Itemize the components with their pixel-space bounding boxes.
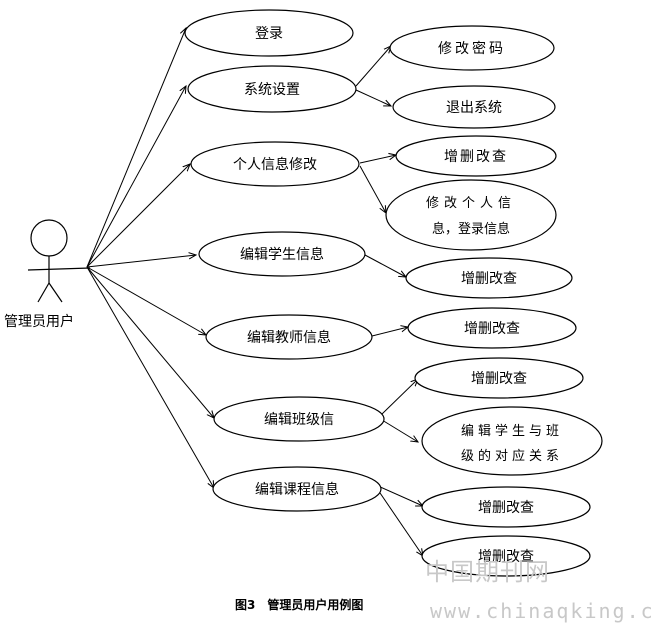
use-case-course-crud-2: 增删改查 bbox=[421, 535, 591, 577]
edge-modify-personal bbox=[359, 165, 386, 213]
use-case-edit-student: 编辑学生信息 bbox=[198, 231, 366, 277]
use-case-system-settings-label: 系统设置 bbox=[244, 82, 300, 98]
use-case-login: 登录 bbox=[184, 9, 354, 57]
use-case-change-password: 修改密码 bbox=[389, 25, 555, 71]
use-case-personal-info-label: 个人信息修改 bbox=[233, 156, 317, 173]
watermark-cn: 中国期刊网 bbox=[425, 558, 550, 586]
use-case-course-crud-1: 增删改查 bbox=[421, 486, 591, 528]
use-case-system-settings: 系统设置 bbox=[187, 65, 357, 113]
edge-course-crud-2 bbox=[377, 489, 423, 556]
use-case-course-crud-1-label: 增删改查 bbox=[478, 500, 534, 516]
edge-student-crud bbox=[364, 254, 406, 277]
use-case-class-crud-label: 增删改查 bbox=[471, 371, 527, 387]
edge-login bbox=[86, 28, 186, 268]
use-case-edit-course: 编辑课程信息 bbox=[212, 466, 382, 512]
use-case-class-student-line1: 编辑学生与班 bbox=[461, 423, 563, 439]
actor-arms bbox=[27, 267, 91, 271]
use-case-edit-class-label: 编辑班级信 bbox=[264, 412, 334, 428]
use-case-edit-teacher-label: 编辑教师信息 bbox=[247, 329, 331, 346]
edge-personal-info bbox=[86, 164, 190, 268]
actor-head bbox=[30, 219, 68, 257]
use-case-modify-personal: 修改个人信 息，登录信息 bbox=[385, 179, 557, 251]
use-case-personal-info: 个人信息修改 bbox=[190, 141, 360, 187]
use-case-logout-label: 退出系统 bbox=[446, 100, 502, 116]
figure-caption: 图3 管理员用户用例图 bbox=[235, 597, 363, 612]
use-case-personal-crud-label: 增删改查 bbox=[444, 149, 508, 165]
use-case-edit-teacher: 编辑教师信息 bbox=[205, 314, 373, 360]
edge-personal-crud bbox=[359, 155, 396, 164]
use-case-course-crud-2-label: 增删改查 bbox=[478, 549, 534, 565]
use-case-class-crud: 增删改查 bbox=[414, 357, 584, 399]
edge-system-settings bbox=[86, 86, 186, 268]
edge-course-crud-1 bbox=[377, 485, 423, 506]
use-case-class-student-line2: 级的对应关系 bbox=[461, 448, 563, 464]
edge-edit-course bbox=[86, 266, 214, 488]
use-case-modify-personal-line2: 息，登录信息 bbox=[432, 221, 510, 237]
actor-right-leg bbox=[48, 282, 63, 303]
actor-label: 管理员用户 bbox=[4, 313, 74, 330]
use-case-edit-class: 编辑班级信 bbox=[213, 396, 385, 442]
use-case-modify-personal-line1: 修改个人信 bbox=[426, 196, 516, 211]
edge-teacher-crud bbox=[371, 327, 408, 337]
use-case-student-crud: 增删改查 bbox=[405, 257, 573, 299]
edge-change-password bbox=[355, 46, 391, 87]
edge-edit-student bbox=[86, 255, 196, 268]
use-case-teacher-crud: 增删改查 bbox=[407, 307, 577, 349]
actor-admin bbox=[27, 219, 91, 303]
edge-class-student bbox=[381, 419, 418, 442]
use-case-teacher-crud-label: 增删改查 bbox=[464, 321, 520, 337]
use-case-student-crud-label: 增删改查 bbox=[461, 271, 517, 287]
use-case-logout: 退出系统 bbox=[392, 85, 556, 129]
use-case-change-password-label: 修改密码 bbox=[438, 40, 506, 57]
actor-edges bbox=[86, 28, 214, 488]
use-case-personal-crud: 增删改查 bbox=[395, 135, 557, 177]
use-case-class-student: 编辑学生与班 级的对应关系 bbox=[421, 406, 603, 476]
watermark-url: www.chinaqking.com bbox=[430, 599, 652, 623]
edge-edit-teacher bbox=[86, 266, 206, 335]
use-case-login-label: 登录 bbox=[255, 26, 283, 42]
include-edges bbox=[355, 46, 423, 556]
use-case-edit-student-label: 编辑学生信息 bbox=[240, 246, 324, 263]
edge-edit-class bbox=[86, 266, 214, 418]
edge-class-crud bbox=[381, 379, 418, 415]
use-case-edit-course-label: 编辑课程信息 bbox=[255, 481, 339, 498]
actor-left-leg bbox=[37, 282, 50, 303]
edge-logout bbox=[355, 89, 391, 106]
